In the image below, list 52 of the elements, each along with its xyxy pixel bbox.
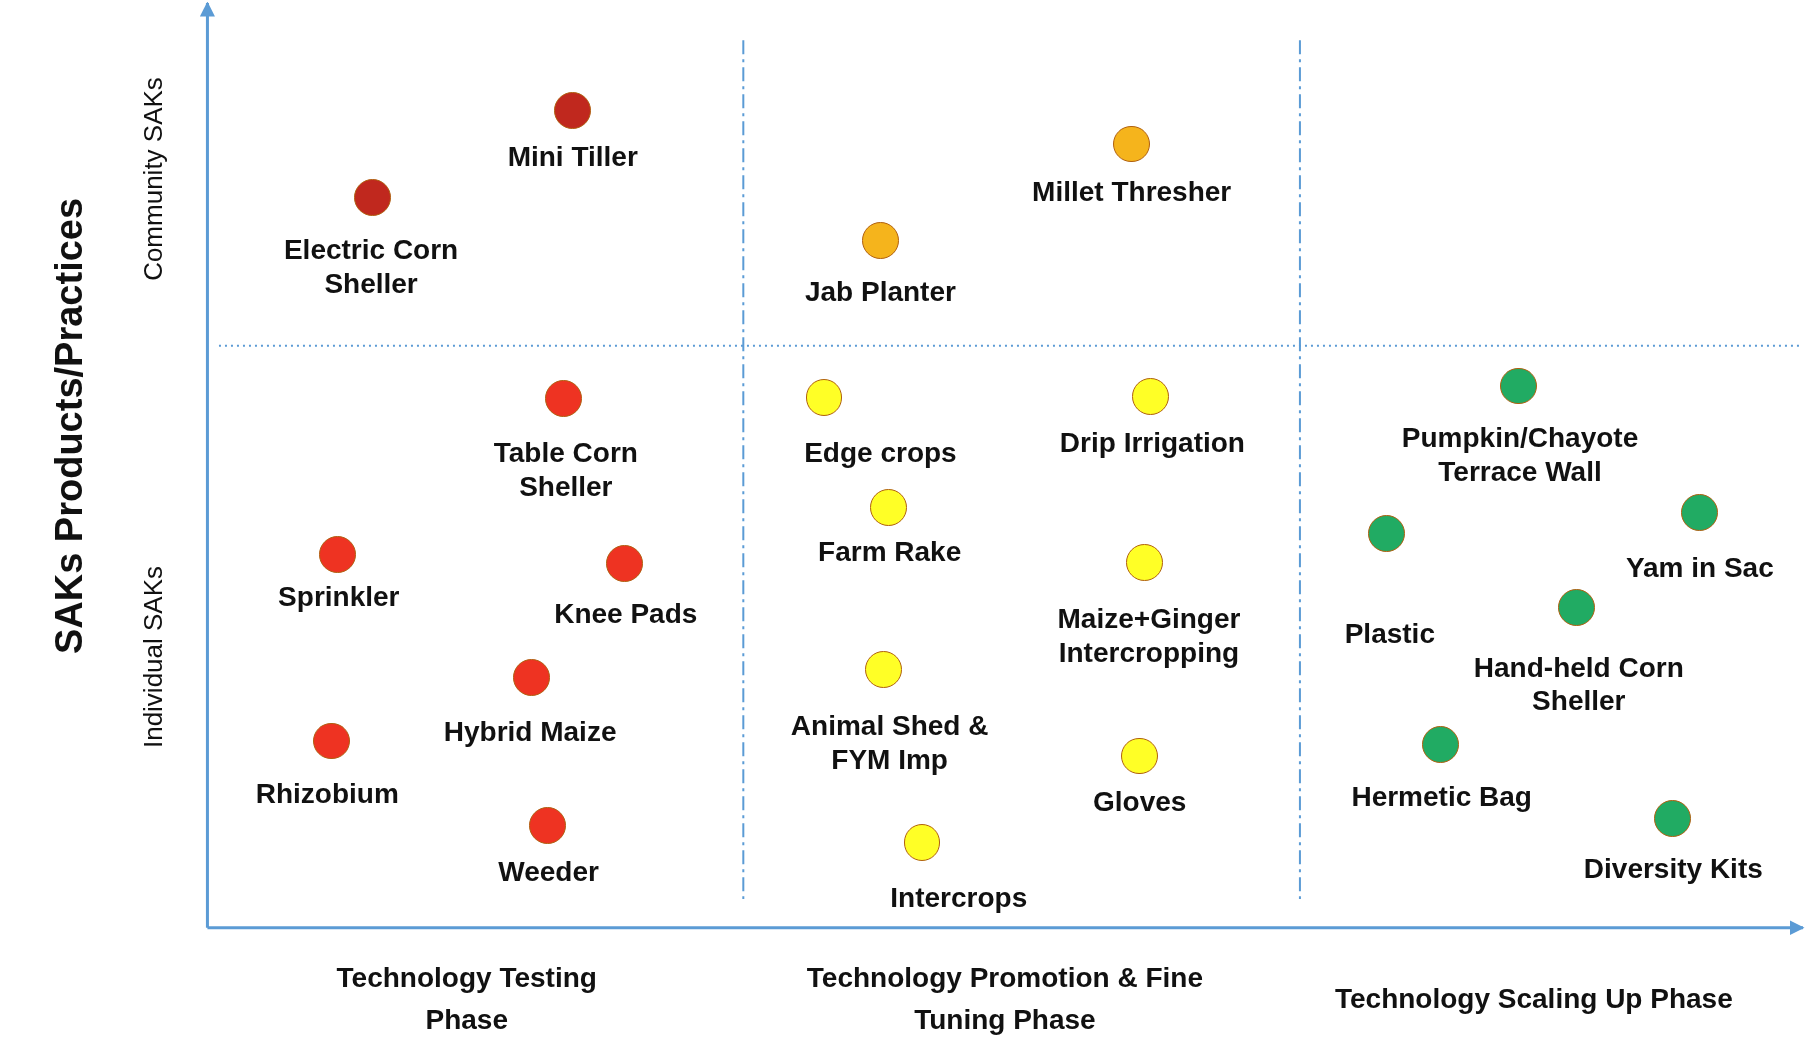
item-label: Sprinkler [278, 580, 400, 614]
item-label: Jab Planter [804, 274, 956, 309]
item-label: Gloves [1093, 785, 1187, 819]
dot-marker [1125, 543, 1163, 581]
item-label: Intercrops [890, 880, 1028, 915]
item-label: Knee Pads [554, 597, 698, 632]
phase-label: Technology Testing Phase [335, 961, 598, 1038]
dot-marker [1653, 799, 1691, 837]
dot-marker [1422, 726, 1459, 763]
item-label: Pumpkin/Chayote Terrace Wall [1400, 421, 1640, 489]
dot-marker [1558, 588, 1595, 626]
item-label: Hybrid Maize [443, 715, 617, 749]
dot-marker [554, 92, 592, 130]
dot-marker [1500, 367, 1538, 405]
item-label: Electric Corn Sheller [282, 233, 460, 301]
item-label: Mini Tiller [507, 139, 638, 174]
item-label: Yam in Sac [1625, 551, 1774, 585]
dot-marker [1681, 494, 1719, 532]
item-label: Diversity Kits [1583, 852, 1763, 886]
phase-label: Technology Promotion & Fine Tuning Phase [805, 961, 1204, 1038]
axis-title: Individual SAKs [136, 565, 169, 748]
item-label: Drip Irrigation [1059, 425, 1245, 460]
axis-title: Community SAKs [136, 76, 169, 281]
dot-marker [865, 651, 903, 688]
item-label: Rhizobium [255, 777, 399, 811]
dot-marker [545, 380, 582, 418]
item-label: Farm Rake [818, 535, 962, 569]
item-label: Weeder [498, 855, 599, 890]
item-label: Animal Shed & FYM Imp [789, 709, 990, 777]
dot-marker [313, 722, 351, 760]
dot-marker [862, 222, 899, 260]
item-label: Edge crops [804, 436, 957, 470]
item-label: Table Corn Sheller [492, 436, 639, 504]
item-label: Millet Thresher [1032, 175, 1232, 210]
dot-marker [319, 535, 357, 573]
dot-marker [1113, 125, 1151, 163]
axis-title: SAKs Products/Practices [46, 198, 91, 655]
phase-label: Technology Scaling Up Phase [1333, 982, 1734, 1017]
item-label: Plastic [1344, 617, 1435, 651]
dot-marker [1131, 378, 1169, 415]
item-label: Hermetic Bag [1351, 780, 1532, 815]
dot-marker [870, 488, 907, 526]
dot-marker [1367, 515, 1405, 552]
dot-marker [805, 379, 843, 416]
item-label: Hand-held Corn Sheller [1472, 650, 1685, 719]
dot-marker [528, 806, 566, 844]
dot-marker [1121, 737, 1159, 775]
dot-marker [512, 659, 550, 697]
dot-marker [903, 823, 941, 861]
item-label: Maize+Ginger Intercropping [1056, 602, 1242, 670]
dot-marker [606, 545, 644, 582]
dot-marker [353, 178, 391, 216]
